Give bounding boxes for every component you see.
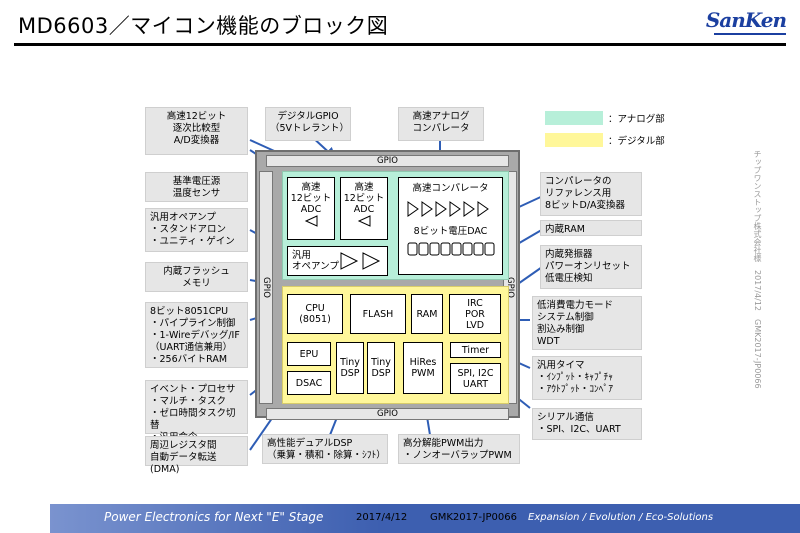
callout-oscillator: 内蔵発振器 パワーオンリセット 低電圧検知 [540, 245, 642, 289]
gpio-top-bar: GPIO [266, 155, 509, 167]
sanken-logo: SanKen [705, 8, 787, 32]
callout-dma: 周辺レジスタ間 自動データ転送(DMA) [145, 436, 248, 475]
adc-1-label: 高速 12ビット ADC [290, 182, 332, 215]
opamp-block: 汎用 オペアンプ [287, 246, 388, 276]
legend-analog-label: ：アナログ部 [608, 114, 665, 125]
timer-block: Timer [450, 342, 501, 358]
footer-slogan: Expansion / Evolution / Eco-Solutions [528, 512, 714, 523]
hires-pwm-block: HiRes PWM [403, 342, 443, 394]
flash-block: FLASH [350, 294, 406, 334]
dac-cells-icon [407, 242, 494, 256]
comparator-dac-block: 高速コンパレータ 8ビット電圧DAC [398, 177, 503, 275]
logo-underline [714, 33, 786, 35]
gpio-left-bar: GPIO [259, 171, 273, 404]
callout-analog-comparator: 高速アナログ コンパレータ [398, 107, 484, 141]
cpu-block: CPU (8051) [287, 294, 343, 334]
opamp-label: 汎用 オペアンプ [292, 250, 339, 272]
title-divider [14, 43, 786, 46]
legend-digital-label: ：デジタル部 [608, 136, 665, 147]
callout-event-processor: イベント・プロセサ ・マルチ・タスク ・ゼロ時間タスク切替 ・汎用命令 [145, 380, 248, 443]
adc-block-1: 高速 12ビット ADC [287, 177, 335, 240]
side-watermark-text: チップワンストップ株式会社様 2017/4/12 GMK2017-JP0066 [753, 150, 762, 389]
adc-2-triangle-icon [357, 215, 371, 227]
footer-date: 2017/4/12 [356, 512, 408, 523]
callout-gpio: デジタルGPIO （5Vトレラント） [265, 107, 351, 141]
callout-dual-dsp: 高性能デュアルDSP （乗算・積和・除算・ｼﾌﾄ） [262, 434, 388, 464]
epu-block: EPU [287, 342, 331, 366]
callout-opamp: 汎用オペアンプ ・スタンドアロン ・ユニティ・ゲイン [145, 208, 248, 252]
callout-power-mode: 低消費電力モード システム制御 割込み制御 WDT [532, 296, 642, 350]
callout-flash: 内蔵フラッシュ メモリ [145, 262, 248, 292]
tiny-dsp-block-2: Tiny DSP [367, 342, 395, 394]
adc-block-2: 高速 12ビット ADC [340, 177, 388, 240]
callout-timer: 汎用タイマ ・ｲﾝﾌﾟｯﾄ・ｷｬﾌﾟﾁｬ ・ｱｳﾄﾌﾟｯﾄ・ｺﾝﾍﾟｱ [532, 356, 642, 400]
irc-por-lvd-block: IRC POR LVD [449, 294, 501, 334]
ram-block: RAM [411, 294, 443, 334]
legend-analog-swatch [545, 111, 603, 125]
callout-pwm: 高分解能PWM出力 ・ノンオーバラップPWM [398, 434, 520, 464]
legend-digital-swatch [545, 133, 603, 147]
spi-i2c-uart-block: SPI, I2C UART [450, 363, 501, 394]
gpio-bottom-bar: GPIO [266, 408, 509, 420]
footer-tagline: Power Electronics for Next "E" Stage [104, 510, 324, 524]
comparator-label: 高速コンパレータ [412, 183, 489, 194]
tiny-dsp-block-1: Tiny DSP [336, 342, 364, 394]
page-title: MD6603／マイコン機能のブロック図 [18, 14, 389, 38]
callout-comparator-ref: コンパレータの リファレンス用 8ビットD/A変換器 [540, 172, 642, 216]
adc-1-triangle-icon [304, 215, 318, 227]
callout-adc: 高速12ビット 逐次比較型 A/D変換器 [145, 107, 248, 155]
callout-serial: シリアル通信 ・SPI、I2C、UART [532, 408, 642, 440]
opamp-triangles-icon [340, 252, 381, 270]
adc-2-label: 高速 12ビット ADC [343, 182, 385, 215]
footer-gradient [50, 504, 380, 533]
comparator-triangles-icon [407, 201, 489, 217]
callout-ref-voltage: 基準電圧源 温度センサ [145, 172, 248, 202]
callout-cpu: 8ビット8051CPU ・パイプライン制御 ・1-Wireデバッグ/IF （UA… [145, 302, 248, 368]
dsac-block: DSAC [287, 371, 331, 395]
callout-internal-ram: 内蔵RAM [540, 220, 642, 236]
footer-doc-id: GMK2017-JP0066 [430, 512, 517, 523]
dac-label: 8ビット電圧DAC [413, 226, 488, 237]
